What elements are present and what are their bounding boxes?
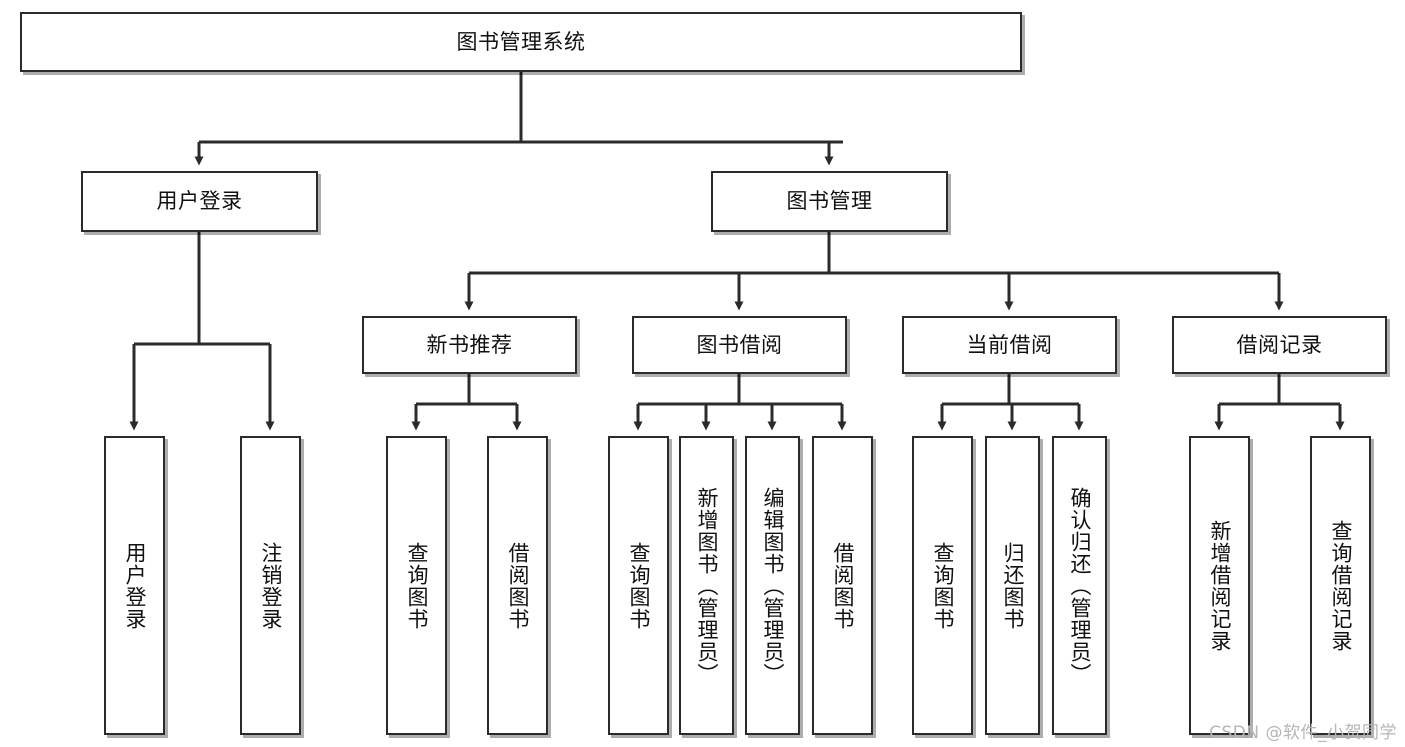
node-label: 借阅图书 — [505, 541, 530, 630]
node-label: 归还图书 — [1000, 541, 1025, 630]
node-label: 注销登录 — [258, 541, 283, 630]
node-label: 当前借阅 — [966, 332, 1053, 357]
node-label: 新增图书（管理员） — [694, 486, 719, 685]
node-leaf-edit-book-admin[interactable]: 编辑图书（管理员） — [745, 436, 800, 735]
node-leaf-query-book-borrow[interactable]: 查询图书 — [608, 436, 669, 735]
node-book-borrow[interactable]: 图书借阅 — [632, 316, 847, 374]
node-label: 图书借阅 — [696, 332, 783, 357]
node-leaf-user-logout[interactable]: 注销登录 — [240, 436, 301, 735]
node-leaf-add-borrow-record[interactable]: 新增借阅记录 — [1189, 436, 1250, 735]
node-label: 借阅图书 — [830, 541, 855, 630]
node-user-login[interactable]: 用户登录 — [81, 171, 318, 232]
node-leaf-confirm-return-admin[interactable]: 确认归还（管理员） — [1052, 436, 1107, 735]
node-leaf-return-book[interactable]: 归还图书 — [985, 436, 1040, 735]
node-label: 新增借阅记录 — [1207, 519, 1232, 652]
node-label: 用户登录 — [122, 541, 147, 630]
node-current-borrow[interactable]: 当前借阅 — [902, 316, 1117, 374]
node-leaf-user-login[interactable]: 用户登录 — [104, 436, 165, 735]
node-leaf-borrow-book-recommend[interactable]: 借阅图书 — [487, 436, 548, 735]
node-label: 借阅记录 — [1236, 332, 1323, 357]
node-leaf-query-book-current[interactable]: 查询图书 — [912, 436, 973, 735]
watermark-text: CSDN @软件_小贺同学 — [1209, 723, 1397, 743]
node-borrow-record[interactable]: 借阅记录 — [1172, 316, 1387, 374]
node-label: 图书管理 — [786, 189, 873, 214]
node-leaf-query-book-recommend[interactable]: 查询图书 — [386, 436, 447, 735]
node-root-system[interactable]: 图书管理系统 — [20, 12, 1022, 72]
node-label: 查询借阅记录 — [1328, 519, 1353, 652]
node-label: 用户登录 — [156, 189, 243, 214]
node-label: 新书推荐 — [426, 332, 513, 357]
node-label: 查询图书 — [626, 541, 651, 630]
node-leaf-query-borrow-record[interactable]: 查询借阅记录 — [1310, 436, 1371, 735]
node-label: 确认归还（管理员） — [1067, 486, 1092, 685]
node-label: 编辑图书（管理员） — [760, 486, 785, 685]
node-new-book-recommend[interactable]: 新书推荐 — [362, 316, 577, 374]
node-label: 查询图书 — [930, 541, 955, 630]
node-leaf-borrow-book[interactable]: 借阅图书 — [812, 436, 873, 735]
node-book-manage[interactable]: 图书管理 — [711, 171, 948, 232]
node-label: 图书管理系统 — [456, 29, 586, 54]
node-leaf-add-book-admin[interactable]: 新增图书（管理员） — [679, 436, 734, 735]
node-label: 查询图书 — [404, 541, 429, 630]
